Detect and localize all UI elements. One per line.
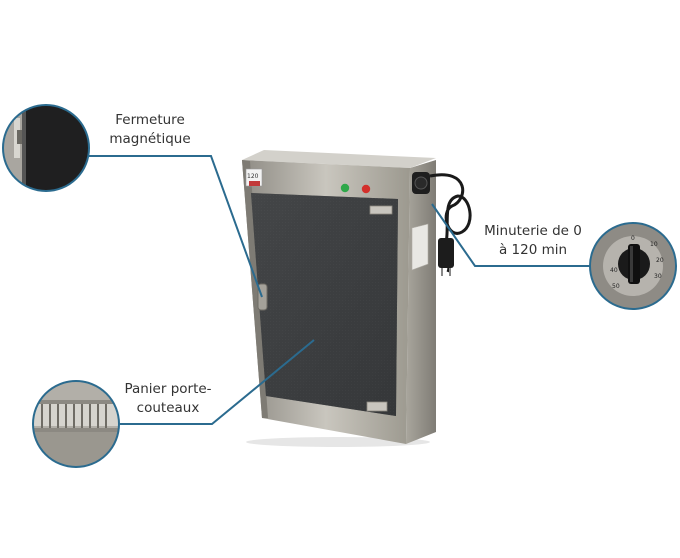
detail-circle-timer-dial: 0 10 20 30 40 50 (589, 222, 677, 310)
sterilizer-cabinet: 120 (242, 150, 472, 447)
callout-label-minuterie: Minuterie de 0 à 120 min (478, 222, 588, 260)
timer-mark-0: 0 (631, 235, 635, 242)
callout-minuterie-line1: Minuterie de 0 (484, 223, 582, 239)
detail-circle-knife-basket (32, 380, 120, 468)
detail-circle-magnetic-latch (2, 104, 90, 192)
callout-panier-line1: Panier porte- (124, 381, 212, 397)
device-model-label: 120 (247, 173, 259, 180)
callout-fermeture-line2: magnétique (109, 131, 191, 147)
callout-lines (89, 155, 590, 425)
callout-minuterie-line2: à 120 min (498, 242, 568, 258)
callout-line-minuterie (431, 203, 590, 267)
callout-label-fermeture: Fermeture magnétique (100, 111, 200, 149)
green-indicator-light (340, 183, 350, 193)
timer-mark-40: 40 (610, 267, 618, 274)
timer-mark-20: 20 (656, 257, 664, 264)
callout-fermeture-line1: Fermeture (115, 112, 185, 128)
timer-mark-10: 10 (650, 241, 658, 248)
timer-mark-30: 30 (654, 273, 662, 280)
callout-line-panier (120, 339, 315, 425)
callout-label-panier: Panier porte- couteaux (118, 380, 218, 418)
red-indicator-light (361, 184, 371, 194)
callout-panier-line2: couteaux (136, 400, 200, 416)
timer-mark-50: 50 (612, 283, 620, 290)
callout-line-fermeture (89, 155, 263, 298)
